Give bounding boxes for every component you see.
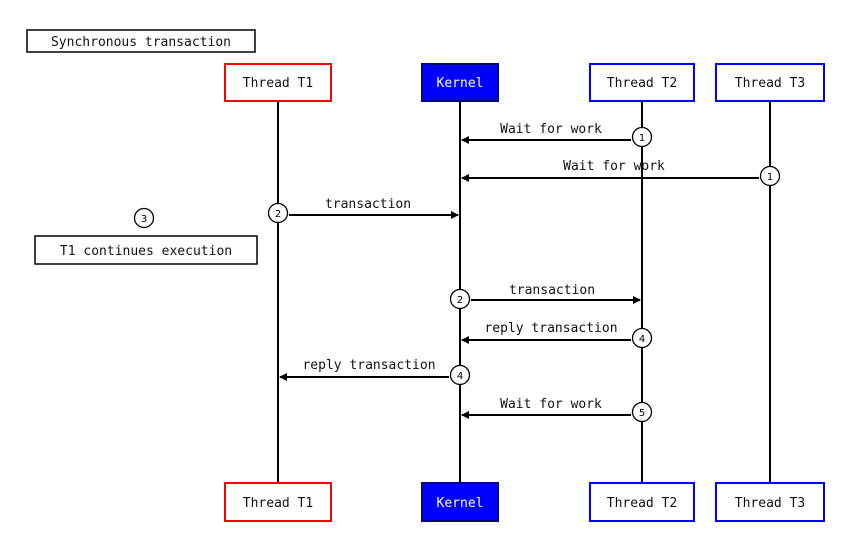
- message-label: Wait for work: [500, 397, 602, 412]
- participant-thread-t3-bottom: Thread T3: [715, 482, 825, 522]
- participant-label: Thread T1: [243, 76, 313, 91]
- step-number: 1: [767, 172, 773, 183]
- step-number: 5: [639, 408, 645, 419]
- step-number: 2: [275, 209, 281, 220]
- participant-kernel-bottom: Kernel: [421, 482, 499, 522]
- message-wait-for-work-t2: Wait for work 1: [461, 122, 653, 148]
- message-transaction-t1: transaction 2: [267, 197, 459, 224]
- step-number: 4: [639, 334, 645, 345]
- step-number: 1: [639, 133, 645, 144]
- step-marker: [133, 207, 155, 229]
- participant-thread-t3-top: Thread T3: [715, 63, 825, 102]
- step-marker: [759, 165, 781, 187]
- participant-label: Thread T2: [607, 496, 677, 511]
- note-label: T1 continues execution: [60, 244, 232, 259]
- step-number: 2: [457, 295, 463, 306]
- step-marker: [631, 327, 653, 349]
- message-label: reply transaction: [302, 358, 435, 373]
- message-transaction-kernel: transaction 2: [449, 283, 641, 310]
- step-marker: [449, 288, 471, 310]
- participant-label: Thread T2: [607, 76, 677, 91]
- message-label: Wait for work: [563, 159, 665, 174]
- step-marker: [631, 401, 653, 423]
- message-reply-t2: reply transaction 4: [461, 321, 653, 349]
- step-marker: [267, 202, 289, 224]
- participant-label: Kernel: [437, 496, 484, 511]
- diagram-title-text: Synchronous transaction: [51, 35, 231, 50]
- message-wait-for-work-t3: Wait for work 1: [461, 159, 781, 187]
- step-number: 3: [141, 214, 147, 225]
- step-marker: [449, 364, 471, 386]
- message-label: transaction: [325, 197, 411, 212]
- message-label: Wait for work: [500, 122, 602, 137]
- participant-kernel-top: Kernel: [421, 63, 499, 102]
- participant-label: Thread T3: [735, 496, 805, 511]
- message-reply-kernel: reply transaction 4: [279, 358, 471, 386]
- participant-label: Thread T1: [243, 496, 313, 511]
- participant-thread-t2-bottom: Thread T2: [589, 482, 695, 522]
- message-label: reply transaction: [484, 321, 617, 336]
- participant-thread-t1-top: Thread T1: [224, 63, 332, 102]
- diagram-title: Synchronous transaction: [26, 29, 256, 53]
- message-wait-for-work-t2-again: Wait for work 5: [461, 397, 653, 423]
- participant-label: Thread T3: [735, 76, 805, 91]
- message-label: transaction: [509, 283, 595, 298]
- step-marker: [631, 126, 653, 148]
- note-t1-continues: 3 T1 continues execution: [34, 207, 258, 265]
- participant-thread-t1-bottom: Thread T1: [224, 482, 332, 522]
- step-number: 4: [457, 371, 463, 382]
- participant-thread-t2-top: Thread T2: [589, 63, 695, 102]
- participant-label: Kernel: [437, 76, 484, 91]
